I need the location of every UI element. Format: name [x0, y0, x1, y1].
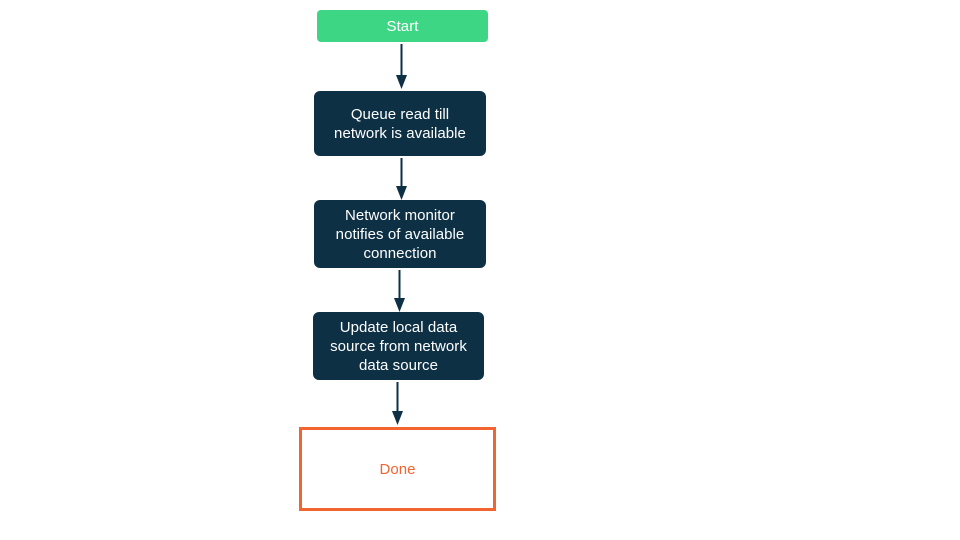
node-start-label: Start [386, 17, 419, 35]
node-start[interactable]: Start [317, 10, 488, 42]
node-done[interactable]: Done [299, 427, 496, 511]
arrow-network-monitor-to-update-local [393, 270, 405, 312]
node-done-label: Done [379, 460, 416, 478]
arrow-queue-read-to-network-monitor [395, 158, 407, 200]
arrow-start-to-queue-read [395, 44, 407, 89]
node-queue-read[interactable]: Queue read till network is available [314, 91, 486, 156]
node-update-local[interactable]: Update local data source from network da… [313, 312, 484, 380]
node-network-monitor[interactable]: Network monitor notifies of available co… [314, 200, 486, 268]
node-queue-read-label: Queue read till network is available [334, 105, 466, 142]
node-network-monitor-label: Network monitor notifies of available co… [335, 206, 465, 262]
node-update-local-label: Update local data source from network da… [330, 318, 467, 374]
arrow-update-local-to-done [391, 382, 403, 425]
